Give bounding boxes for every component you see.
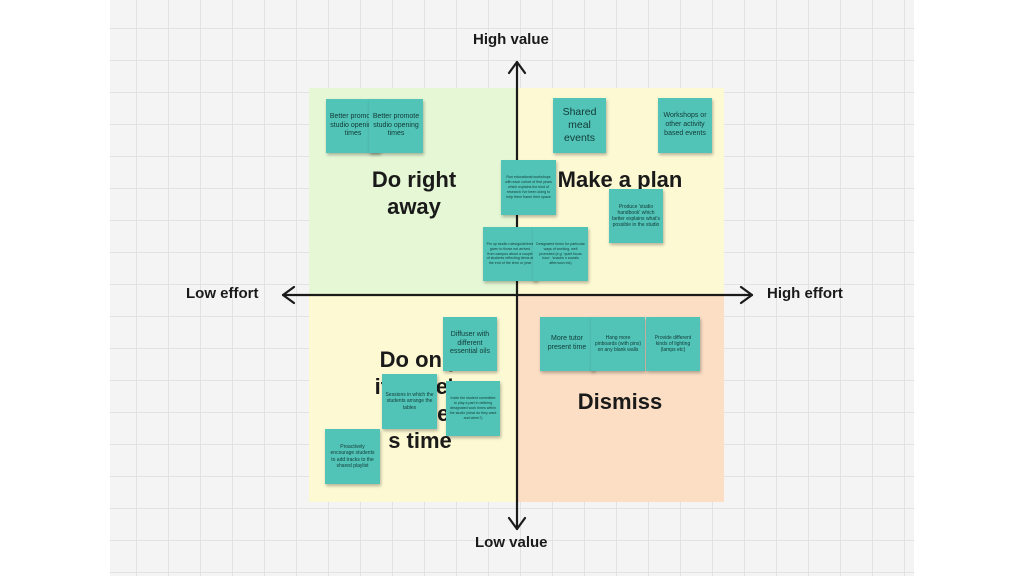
axis-label-low-value: Low value [475,534,548,551]
quadrant-label-make-a-plan: Make a plan to [557,167,683,219]
sticky-note[interactable]: Invite the student committee to play a p… [446,381,500,436]
sticky-note[interactable]: Sessions in which the students arrange t… [382,374,437,429]
sticky-note[interactable]: Workshops or other activity based events [658,98,712,153]
sticky-note[interactable]: Shared meal events [553,98,606,153]
arrow-left-icon [281,285,296,305]
sticky-note[interactable]: Proactively encourage students to add tr… [325,429,380,484]
sticky-note[interactable]: Produce 'studio handbook' which better e… [609,189,663,243]
sticky-note[interactable]: Hang more pinboards (with pins) on any b… [591,317,645,371]
arrow-up-icon [507,60,527,75]
sticky-note[interactable]: Diffuser with different essential oils [443,317,497,371]
axis-label-high-effort: High effort [767,285,843,302]
axis-label-high-value: High value [473,31,549,48]
arrow-down-icon [507,516,527,531]
sticky-note[interactable]: Provide different kinds of lighting (lam… [646,317,700,371]
sticky-note[interactable]: Better promote studio opening times [369,99,423,153]
quadrant-label-dismiss: Dismiss [577,389,663,414]
sticky-note[interactable]: Designated times for particular ways of … [533,227,588,281]
quadrant-label-do-right-away: Do right away [371,167,457,219]
sticky-note[interactable]: Pin up studio rules/guidelines given to … [483,227,537,281]
sticky-note[interactable]: Run educational workshops with each coho… [501,160,556,215]
sticky-note[interactable]: More tutor present time [540,317,594,371]
arrow-right-icon [739,285,754,305]
axis-label-low-effort: Low effort [186,285,259,302]
